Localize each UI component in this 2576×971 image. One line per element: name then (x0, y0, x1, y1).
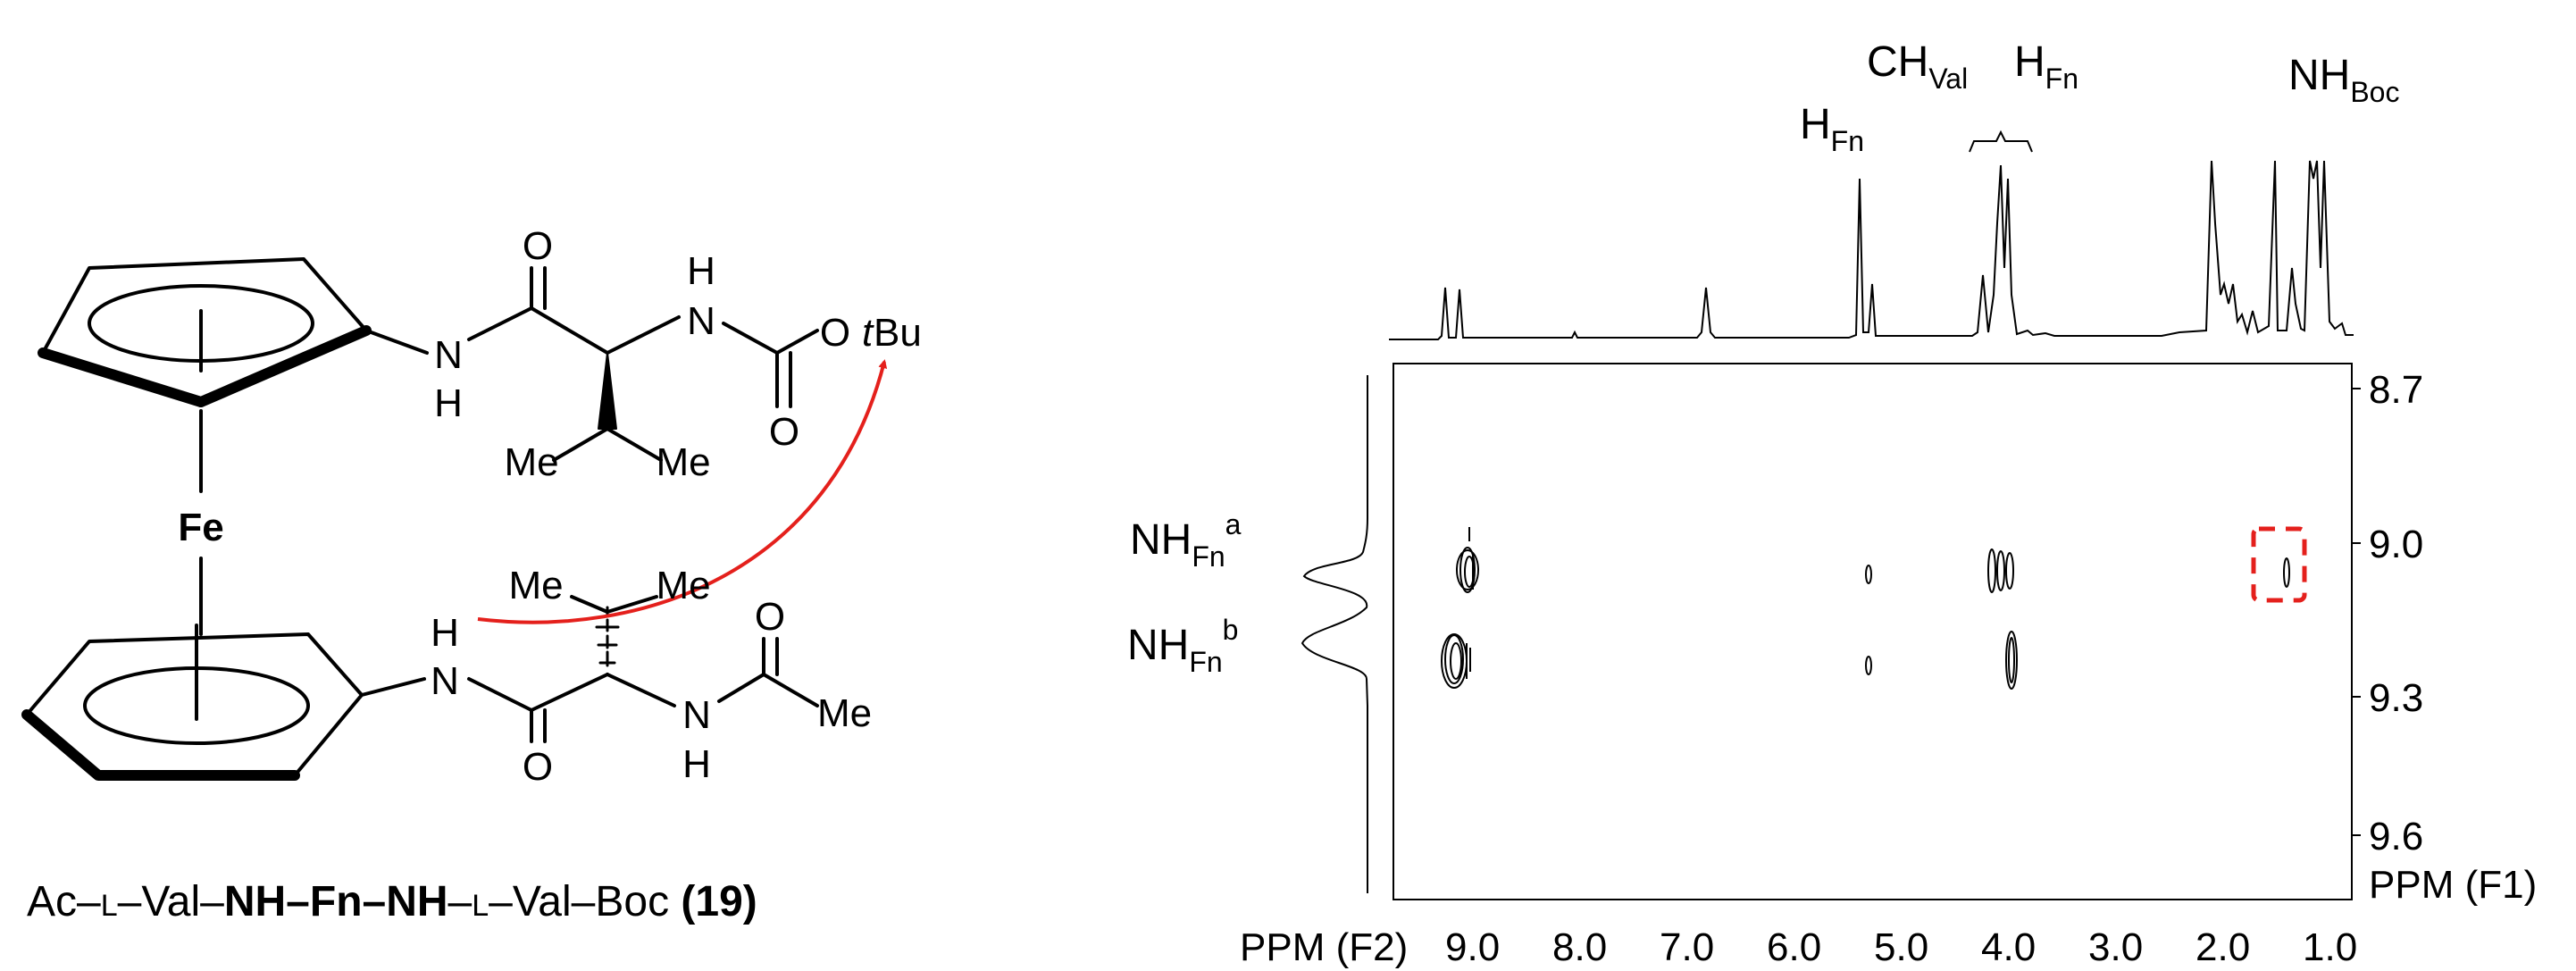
f1-tick-labels: 8.7 9.0 9.3 9.6 PPM (F1) (2369, 368, 2537, 907)
f1-axis-label: PPM (F1) (2369, 863, 2537, 907)
f2-tick-label: 6.0 (1767, 925, 1821, 969)
caption-part4: –Val–Boc (489, 878, 681, 925)
f2-tick-labels: PPM (F2) 9.0 8.0 7.0 6.0 5.0 4.0 3.0 2.0… (1240, 925, 2357, 969)
lower-me-right: Me (656, 564, 710, 607)
acetyl-nh-n: N (682, 693, 711, 737)
spectrum-2d-frame (1393, 363, 2353, 900)
caption-l2: L (472, 889, 489, 923)
caption-part1: Ac– (27, 878, 101, 925)
lower-me-left: Me (508, 564, 563, 607)
molecule-structure (21, 257, 819, 781)
upper-nh-h: H (434, 381, 463, 425)
upper-nh-n: N (434, 333, 463, 377)
boc-ester-o: O (820, 311, 850, 355)
f2-tick-label: 4.0 (1981, 925, 2036, 969)
f2-axis-label: PPM (F2) (1240, 925, 1408, 969)
row-label-nhfn-a: NHFna (1130, 508, 1242, 573)
upper-me-right: Me (656, 440, 710, 484)
tbu-t: t (862, 311, 874, 355)
cross-peak-nhb-9ppm (1441, 633, 1471, 689)
peak-label-chval: CHVal (1867, 38, 1968, 95)
f2-tick-label: 2.0 (2195, 925, 2250, 969)
acetyl-me: Me (817, 691, 872, 735)
f2-tick-label: 1.0 (2303, 925, 2357, 969)
upper-peptide-chain (364, 266, 819, 462)
f2-projection-trace (1389, 160, 2354, 340)
f2-tick-label: 3.0 (2088, 925, 2143, 969)
f1-axis-ticks (2352, 388, 2361, 836)
lower-carbonyl-o: O (523, 745, 553, 789)
tbu-bu: Bu (874, 311, 922, 355)
f2-tick-label: 5.0 (1874, 925, 1928, 969)
peak-label-hfn-2: HFn (2014, 38, 2078, 95)
lower-peptide-chain (360, 595, 819, 743)
peak-label-hfn-1: HFn (1800, 101, 1864, 157)
iron-label: Fe (178, 506, 223, 549)
upper-me-left: Me (504, 440, 558, 484)
boc-carbonyl-o: O (769, 410, 799, 454)
cross-peak-nhboc (2283, 557, 2290, 588)
lower-nh-n: N (431, 659, 459, 703)
chval-bracket (1969, 130, 2033, 153)
highlight-box (2251, 526, 2307, 603)
noe-arrow (477, 359, 888, 624)
caption-bold: NH–Fn–NH (224, 878, 448, 925)
f2-tick-label: 9.0 (1445, 925, 1500, 969)
f1-tick-label: 9.0 (2369, 523, 2423, 566)
molecule-atom-labels: Fe N H O H N O O t Bu Me Me Me Me H N O … (178, 224, 922, 789)
lower-cp-ring (21, 624, 364, 781)
cross-peak-hfn-4-4 (1987, 548, 2018, 690)
f1-projection-trace (1301, 375, 1368, 893)
caption-part2: –Val– (118, 878, 225, 925)
row-labels: NHFna NHFnb (1127, 508, 1242, 678)
cross-peaks (1441, 527, 2290, 690)
f2-tick-label: 8.0 (1552, 925, 1607, 969)
row-label-nhfn-b: NHFnb (1127, 614, 1238, 678)
cross-peak-nha-9ppm (1456, 527, 1479, 593)
acetyl-carbonyl-o: O (755, 595, 785, 639)
acetyl-nh-h: H (682, 742, 711, 786)
f1-tick-label: 8.7 (2369, 368, 2423, 412)
peak-labels: HFn CHVal HFn NHBoc (1800, 38, 2399, 157)
upper-boc-nh-h: H (687, 249, 715, 293)
cross-peak-hfn-5-4 (1865, 565, 1872, 675)
lower-nh-h: H (431, 611, 459, 655)
f1-tick-label: 9.3 (2369, 676, 2423, 720)
peak-label-nhboc: NHBoc (2288, 52, 2399, 108)
f1-tick-label: 9.6 (2369, 815, 2423, 858)
caption-l1: L (101, 889, 118, 923)
upper-carbonyl-o: O (523, 224, 553, 268)
upper-boc-nh-n: N (687, 299, 715, 343)
f2-tick-label: 7.0 (1660, 925, 1714, 969)
caption-compound-number: (19) (681, 878, 757, 925)
upper-cp-ring (38, 257, 372, 407)
caption-part3: – (448, 878, 473, 925)
compound-caption: Ac–L–Val–NH–Fn–NH–L–Val–Boc (19) (27, 878, 757, 925)
